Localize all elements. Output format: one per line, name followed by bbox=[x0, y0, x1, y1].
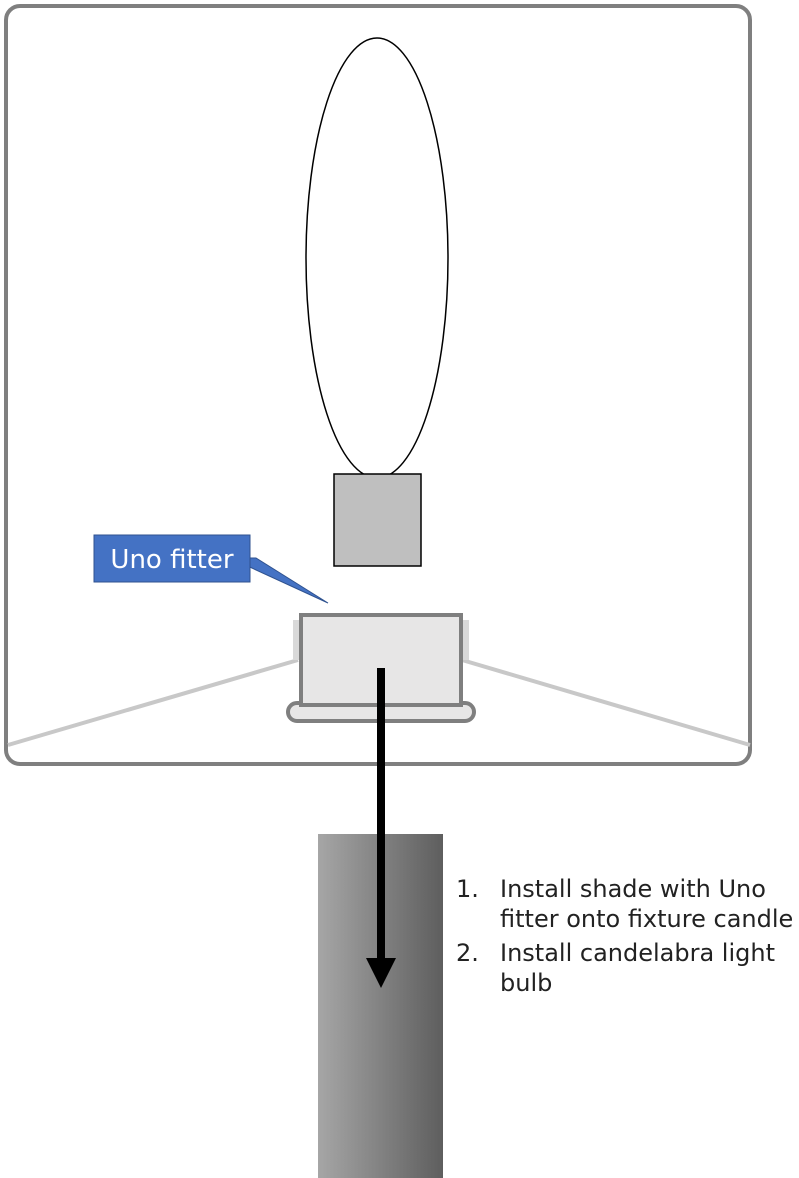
fitter-rim-right bbox=[461, 620, 469, 660]
spider-arm-right bbox=[461, 658, 751, 747]
instruction-list: 1. Install shade with Uno fitter onto fi… bbox=[456, 874, 799, 1002]
instruction-step-2: 2. Install candelabra light bulb bbox=[456, 938, 799, 998]
bulb-glass bbox=[305, 37, 449, 479]
step-text: Install candelabra light bulb bbox=[500, 939, 775, 997]
arrow-head-icon bbox=[366, 958, 396, 988]
callout-box bbox=[93, 534, 251, 583]
callout-label: Uno fitter bbox=[110, 545, 233, 575]
spider-arm-left bbox=[7, 658, 299, 747]
step-number: 2. bbox=[456, 939, 479, 967]
bulb-base bbox=[333, 473, 422, 567]
step-text: Install shade with Uno fitter onto fixtu… bbox=[500, 875, 794, 933]
fitter-rim-left bbox=[293, 620, 301, 660]
instruction-step-1: 1. Install shade with Uno fitter onto fi… bbox=[456, 874, 799, 934]
step-number: 1. bbox=[456, 875, 479, 903]
